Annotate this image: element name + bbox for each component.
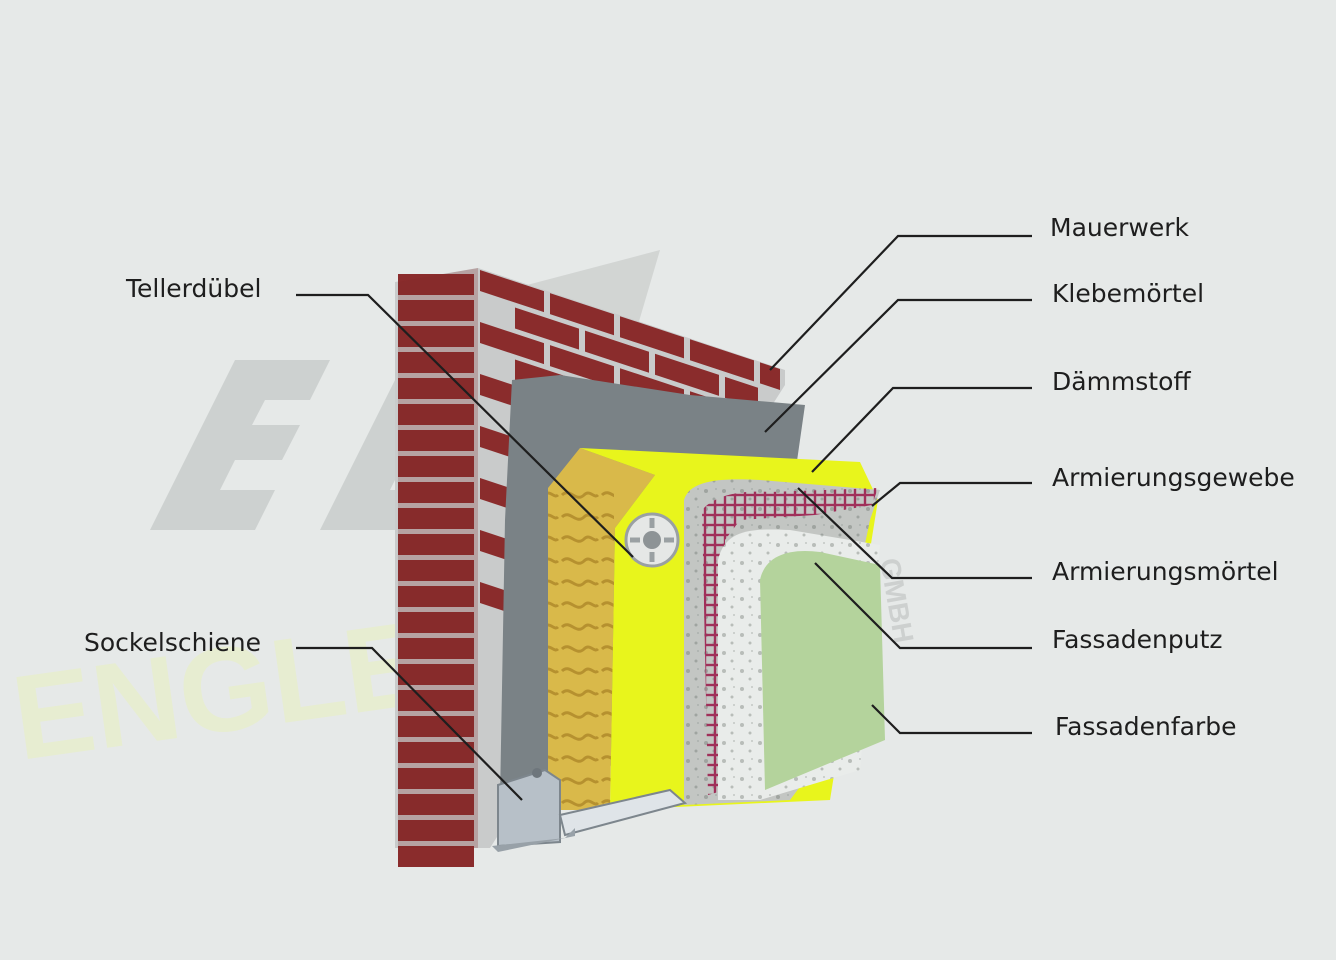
brick	[398, 378, 474, 399]
brick	[398, 326, 474, 347]
leader-klebemoertel	[764, 298, 1032, 433]
brick	[398, 534, 474, 555]
brick	[398, 586, 474, 607]
brick	[398, 690, 474, 711]
label-mauerwerk: Mauerwerk	[1050, 213, 1189, 242]
brick	[550, 293, 614, 336]
brick	[398, 300, 474, 321]
brick	[515, 307, 579, 350]
label-klebemoertel: Klebemörtel	[1052, 279, 1204, 308]
brick	[398, 508, 474, 529]
label-tellerduebel: Tellerdübel	[125, 274, 261, 303]
brick	[550, 345, 614, 388]
brick	[398, 742, 474, 763]
leader-sockelschiene	[296, 646, 523, 801]
label-sockelschiene: Sockelschiene	[84, 628, 261, 657]
label-fassadenputz: Fassadenputz	[1052, 625, 1223, 654]
leader-daemmstoff	[811, 386, 1032, 473]
label-armierungsmoertel: Armierungsmörtel	[1052, 557, 1279, 586]
label-fassadenfarbe: Fassadenfarbe	[1055, 712, 1237, 741]
brick	[690, 339, 754, 382]
leader-fassadenputz	[814, 562, 1032, 650]
brick	[398, 274, 474, 295]
label-daemmstoff: Dämmstoff	[1052, 367, 1191, 396]
leader-lines	[296, 234, 1032, 801]
leader-armierungsmoertel	[797, 487, 1032, 580]
labels: Mauerwerk Klebemörtel Dämmstoff Armierun…	[84, 213, 1295, 741]
leader-mauerwerk	[769, 234, 1032, 371]
brick	[398, 456, 474, 477]
leader-tellerduebel	[296, 293, 634, 558]
brick	[398, 638, 474, 659]
brick	[398, 612, 474, 633]
brick	[480, 322, 544, 365]
brick	[760, 362, 780, 390]
brick	[620, 316, 684, 359]
brick	[398, 430, 474, 451]
brick	[398, 820, 474, 841]
brick	[398, 404, 474, 425]
brick	[398, 482, 474, 503]
brick	[398, 664, 474, 685]
brick	[655, 353, 719, 396]
paint-layer	[760, 550, 885, 790]
brick	[480, 270, 544, 313]
label-armierungsgewebe: Armierungsgewebe	[1052, 463, 1295, 492]
brick	[398, 846, 474, 867]
brick	[398, 768, 474, 789]
leader-armierungsgewebe	[871, 481, 1032, 507]
leader-fassadenfarbe	[871, 704, 1032, 735]
brick	[585, 330, 649, 373]
brick	[398, 794, 474, 815]
plate-dowel	[624, 512, 680, 568]
base-rail	[492, 768, 688, 852]
brick	[398, 560, 474, 581]
